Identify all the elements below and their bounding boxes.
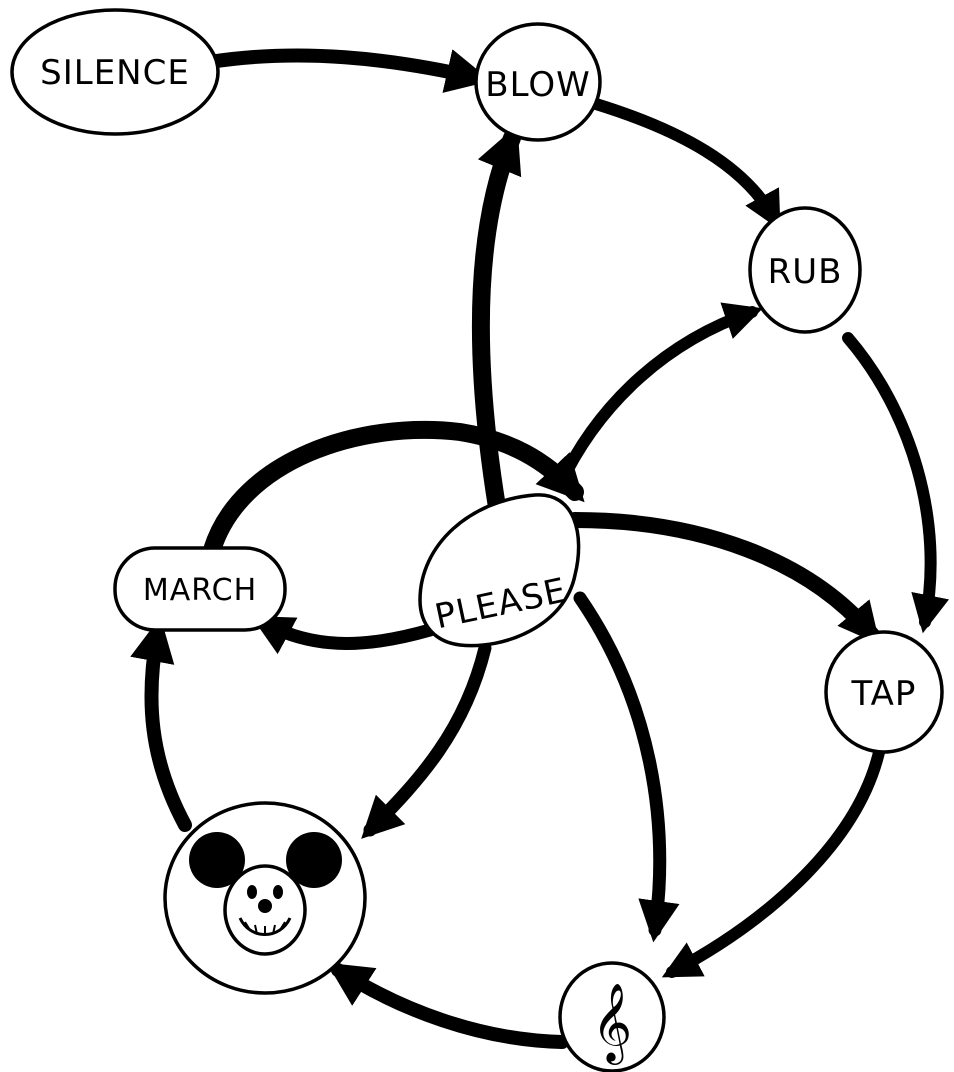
node-blow-label: BLOW <box>485 65 590 105</box>
cartoon-mouse-face-icon <box>189 832 342 956</box>
treble-clef-icon: 𝄞 <box>592 983 632 1065</box>
node-please: PLEASE <box>418 493 581 648</box>
node-tap: TAP <box>824 630 944 754</box>
edge-music-to-mouse <box>326 962 569 1049</box>
edge-march-to-please <box>203 420 585 559</box>
edges <box>130 48 950 1049</box>
node-tap-label: TAP <box>851 674 917 714</box>
edge-please-to-mouse <box>361 641 492 839</box>
edge-tap-to-music <box>661 742 886 978</box>
node-blow: BLOW <box>474 22 602 142</box>
edge-please-to-tap <box>567 512 880 645</box>
edge-please-to-rub <box>554 302 763 491</box>
node-march: MARCH <box>113 546 287 632</box>
edge-blow-to-rub <box>590 98 781 231</box>
edge-please-to-blow <box>471 125 522 534</box>
edge-please-to-march <box>251 615 437 655</box>
edge-rub-to-tap <box>842 332 950 634</box>
node-music: 𝄞 <box>558 961 666 1072</box>
edge-mouse-to-march <box>130 616 192 832</box>
node-silence: SILENCE <box>10 8 220 136</box>
node-silence-label: SILENCE <box>40 53 190 93</box>
node-rub: RUB <box>748 206 862 334</box>
edge-silence-to-blow <box>203 48 492 93</box>
node-mouse <box>163 801 367 995</box>
node-march-label: MARCH <box>143 573 257 608</box>
edge-please-to-music <box>573 591 680 943</box>
node-rub-label: RUB <box>768 252 843 292</box>
